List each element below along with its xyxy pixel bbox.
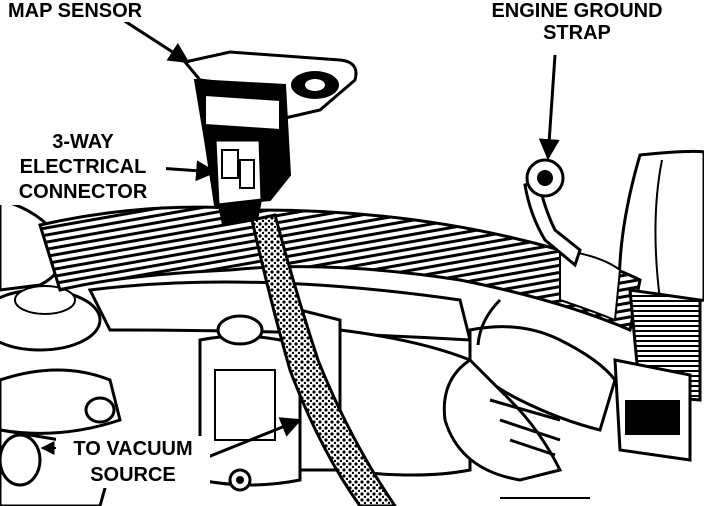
- map-sensor: [182, 50, 358, 225]
- manifold-bracket: [87, 280, 472, 492]
- leader-lines: [40, 16, 560, 467]
- intake-components: [0, 198, 122, 506]
- vacuum-line1: TO VACUUM: [73, 438, 193, 460]
- right-connectors: [442, 288, 702, 499]
- map-sensor-label: MAP SENSOR: [6, 0, 145, 22]
- engine-ground-strap-line1: ENGINE GROUND: [491, 0, 663, 22]
- vacuum-source-label: TO VACUUM SOURCE: [56, 436, 210, 488]
- engine-ground-strap-label: ENGINE GROUND STRAP: [472, 0, 682, 44]
- connector-label: 3-WAY ELECTRICAL CONNECTOR: [0, 130, 166, 205]
- engine-ground-strap-line2: STRAP: [543, 22, 611, 44]
- vacuum-line2: SOURCE: [90, 464, 176, 486]
- connector-line3: CONNECTOR: [18, 181, 148, 203]
- connector-line2: ELECTRICAL: [19, 156, 147, 178]
- vacuum-hose: [250, 213, 397, 506]
- connector-line1: 3-WAY: [52, 131, 114, 153]
